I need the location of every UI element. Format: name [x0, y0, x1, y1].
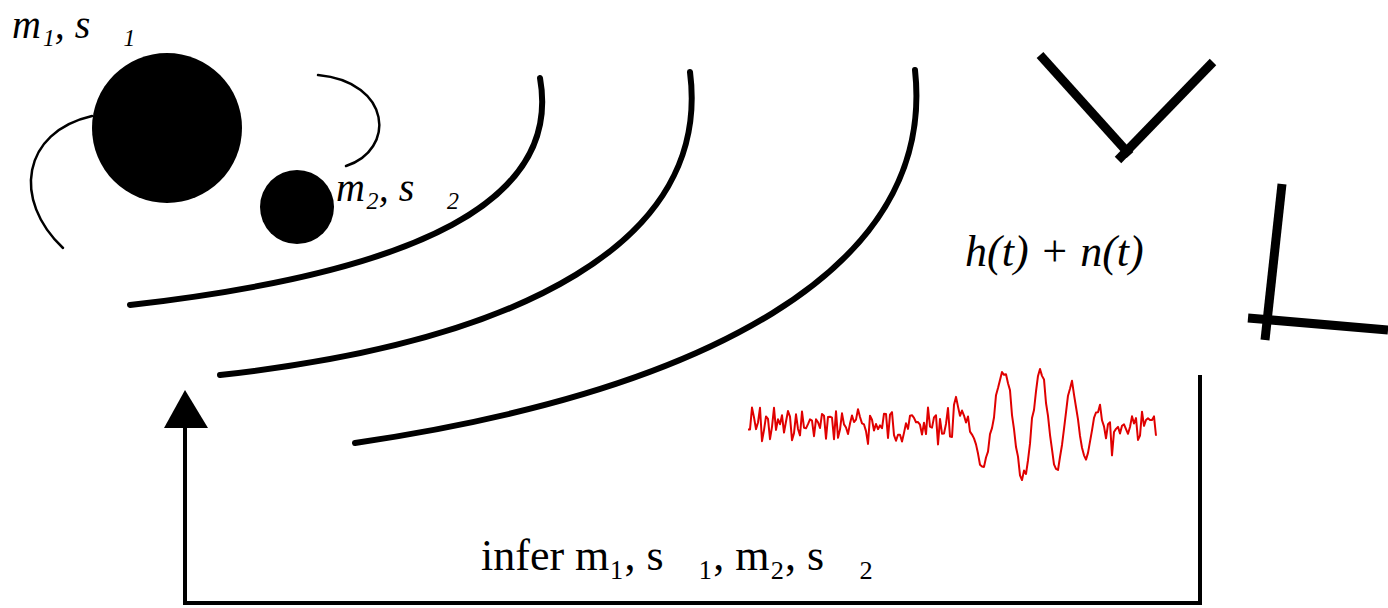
detector-symbol: [1040, 55, 1213, 160]
wave-front: [355, 70, 916, 443]
black-hole-circle: [92, 53, 242, 203]
orbit-arc: [318, 75, 379, 166]
black-hole: m₁, s⃗₁: [92, 53, 242, 203]
wave-front: [220, 72, 692, 375]
mass-spin-label: m₂, s⃗₂: [336, 166, 459, 210]
signal-label: h(t) + n(t): [965, 228, 1144, 276]
arrow-head: [164, 390, 208, 428]
arrow-label: infer m₁, s⃗₁, m₂, s⃗₂: [481, 532, 874, 580]
signal-trace: [748, 369, 1156, 480]
black-hole: m₂, s⃗₂: [260, 170, 334, 244]
black-hole-circle: [260, 170, 334, 244]
orbit-arc: [31, 116, 92, 248]
detector-symbol: [1248, 184, 1388, 340]
mass-spin-label: m₁, s⃗₁: [12, 3, 135, 47]
